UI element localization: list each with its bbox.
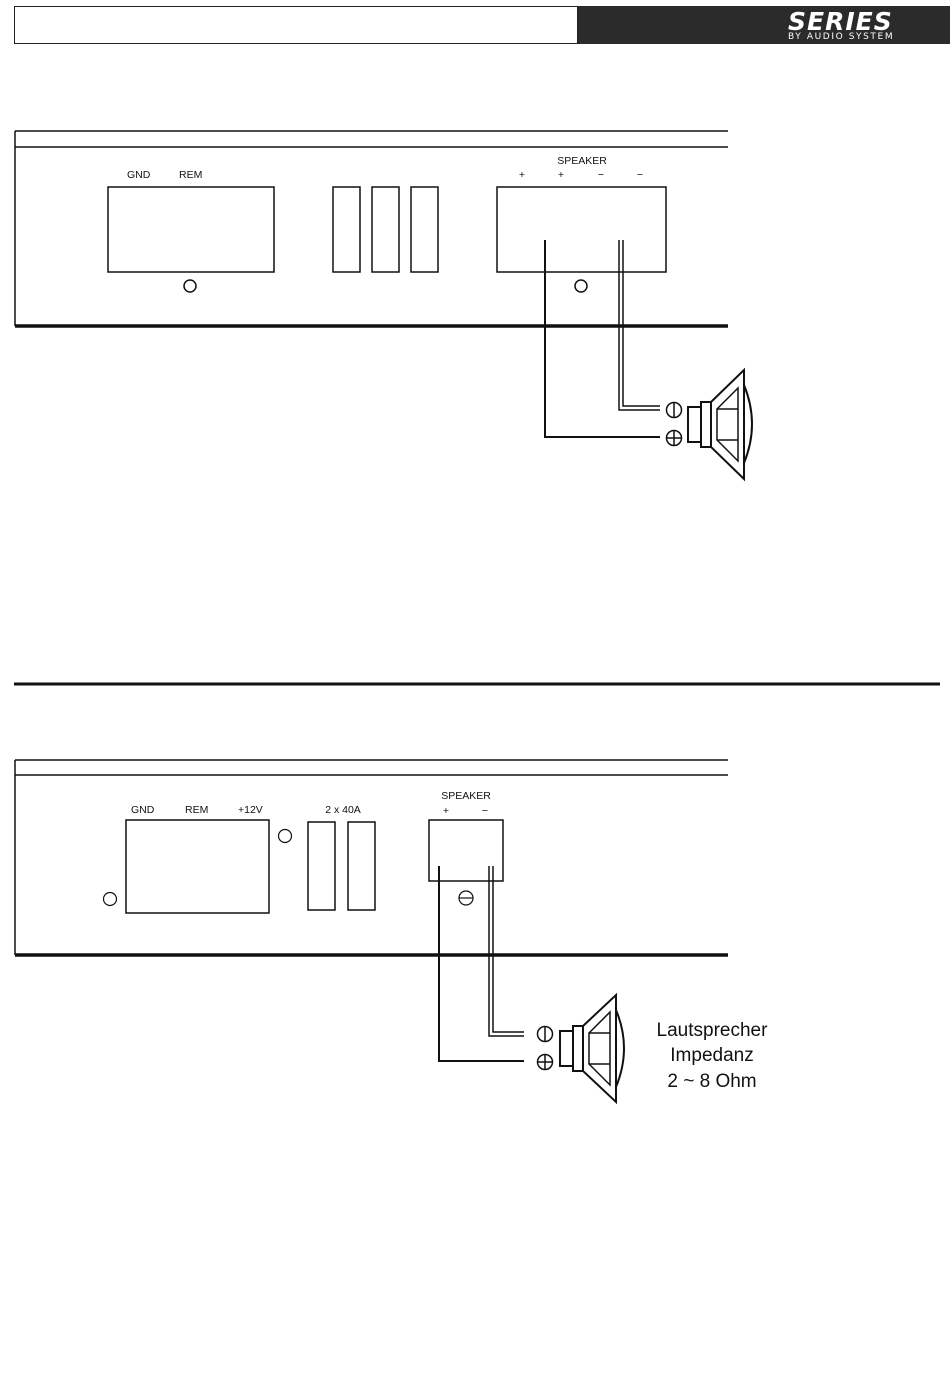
rem-label-2: REM	[185, 804, 208, 816]
gnd-label-1: GND	[127, 169, 151, 181]
fuse-1b	[372, 187, 399, 272]
speaker-terminal-block-1	[497, 187, 666, 272]
speaker-icon	[560, 995, 624, 1102]
fuse-2a	[308, 822, 335, 910]
minus-terminal-icon	[538, 1027, 553, 1042]
speaker-term-1d: −	[637, 169, 643, 181]
speaker-icon	[688, 370, 752, 479]
power-terminal-block-2	[126, 820, 269, 913]
speaker-terminal-block-2	[429, 820, 503, 881]
plus-terminal-icon	[667, 431, 682, 446]
speaker-caption-line2: Impedanz	[670, 1045, 753, 1066]
speaker-title-1: SPEAKER	[557, 155, 607, 167]
plus12v-label-2: +12V	[238, 804, 263, 816]
fuse-1a	[333, 187, 360, 272]
speaker-wires-2	[439, 866, 524, 1061]
power-terminal-block-1	[108, 187, 274, 272]
fuse-1c	[411, 187, 438, 272]
speaker-term-1a: +	[519, 169, 525, 181]
mounting-screw-2	[459, 891, 473, 905]
mounting-hole-2a	[104, 893, 117, 906]
speaker-term-1c: −	[598, 169, 604, 181]
mounting-hole-1b	[575, 280, 587, 292]
plus-terminal-icon	[538, 1055, 553, 1070]
mounting-hole-1a	[184, 280, 196, 292]
speaker-title-2: SPEAKER	[441, 790, 491, 802]
speaker-caption-line1: Lautsprecher	[657, 1020, 769, 1041]
speaker-term-1b: +	[558, 169, 564, 181]
mounting-hole-2b	[279, 830, 292, 843]
minus-terminal-icon	[667, 403, 682, 418]
fuse-label-2: 2 x 40A	[325, 804, 361, 816]
speaker-caption-line3: 2 ~ 8 Ohm	[667, 1071, 756, 1092]
speaker-term-2a: +	[443, 805, 449, 817]
rem-label-1: REM	[179, 169, 202, 181]
speaker-term-2b: −	[482, 805, 488, 817]
fuse-2b	[348, 822, 375, 910]
gnd-label-2: GND	[131, 804, 155, 816]
